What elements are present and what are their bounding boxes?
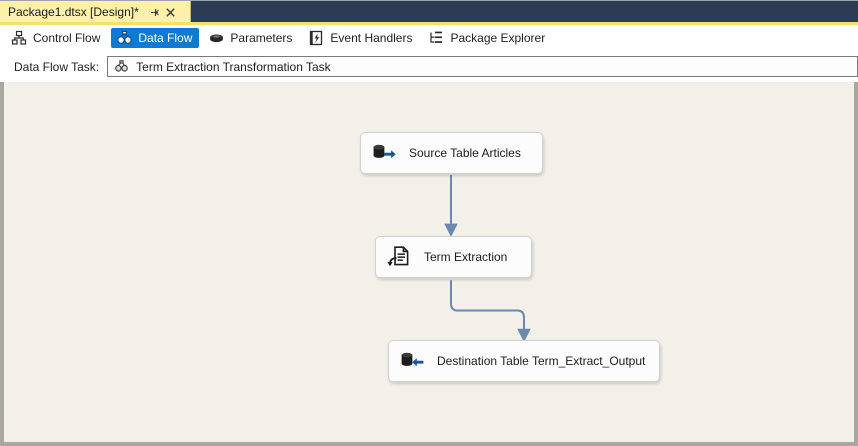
data-flow-task-value: Term Extraction Transformation Task <box>136 59 331 74</box>
data-flow-node-source-label: Source Table Articles <box>409 146 521 160</box>
data-flow-canvas-surface[interactable]: Source Table Articles Term Extraction <box>4 82 854 442</box>
data-flow-task-row: Data Flow Task: Term Extraction Transfor… <box>0 51 858 82</box>
data-flow-node-destination-label: Destination Table Term_Extract_Output <box>437 354 646 368</box>
event-handlers-icon <box>307 29 325 47</box>
ole-db-destination-icon <box>399 348 425 374</box>
data-flow-task-icon <box>113 59 129 75</box>
tab-event-handlers[interactable]: Event Handlers <box>303 28 419 48</box>
data-flow-task-combobox[interactable]: Term Extraction Transformation Task <box>107 56 858 77</box>
tab-package-explorer[interactable]: Package Explorer <box>423 28 552 48</box>
data-flow-node-term-extraction-label: Term Extraction <box>424 250 508 264</box>
title-bar: Package1.dtsx [Design]* <box>0 0 858 23</box>
tab-data-flow[interactable]: Data Flow <box>111 28 200 48</box>
tab-event-handlers-label: Event Handlers <box>330 31 413 45</box>
package-explorer-icon <box>427 29 445 47</box>
control-flow-icon <box>10 29 28 47</box>
tab-package-explorer-label: Package Explorer <box>450 31 546 45</box>
data-flow-node-term-extraction[interactable]: Term Extraction <box>375 236 532 278</box>
term-extraction-icon <box>386 244 412 270</box>
parameters-icon <box>207 29 225 47</box>
document-tab-package1[interactable]: Package1.dtsx [Design]* <box>0 1 191 23</box>
data-flow-canvas[interactable]: Source Table Articles Term Extraction <box>0 82 858 446</box>
ole-db-source-icon <box>371 140 397 166</box>
tab-data-flow-label: Data Flow <box>138 31 193 45</box>
data-flow-node-destination[interactable]: Destination Table Term_Extract_Output <box>388 340 660 382</box>
tab-parameters-label: Parameters <box>230 31 293 45</box>
tab-parameters[interactable]: Parameters <box>203 28 299 48</box>
data-flow-node-source[interactable]: Source Table Articles <box>360 132 543 174</box>
pin-icon[interactable] <box>147 4 163 20</box>
document-tab-title: Package1.dtsx [Design]* <box>8 5 139 19</box>
data-flow-task-label: Data Flow Task: <box>14 59 100 74</box>
close-icon[interactable] <box>163 4 179 20</box>
tab-control-flow[interactable]: Control Flow <box>6 28 107 48</box>
tab-accent-strip <box>0 22 858 25</box>
designer-tab-bar: Control Flow Data Flow Parameters <box>0 25 858 51</box>
data-flow-icon <box>115 29 133 47</box>
connector-transform-to-destination <box>450 280 531 343</box>
tab-control-flow-label: Control Flow <box>33 31 101 45</box>
